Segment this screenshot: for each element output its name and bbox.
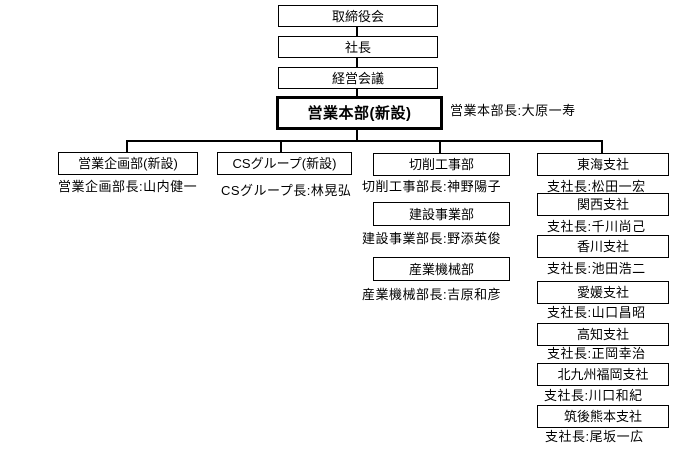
node-tokai-branch: 東海支社 xyxy=(537,153,669,176)
node-sales-planning-dept: 営業企画部(新設) xyxy=(58,152,198,175)
connector-meeting-to-root xyxy=(356,89,358,96)
manager-label-sales-headquarters: 営業本部長:大原一寿 xyxy=(450,103,576,118)
connector-drop-sales-planning xyxy=(126,140,128,153)
connector-drop-cs-group xyxy=(280,140,282,153)
node-management-meeting: 経営会議 xyxy=(278,67,438,89)
manager-label-kansai-branch: 支社長:千川尚己 xyxy=(547,219,646,234)
manager-label-industrial-machinery-dept: 産業機械部長:吉原和彦 xyxy=(362,287,502,302)
manager-label-cutting-works-dept: 切削工事部長:神野陽子 xyxy=(362,179,502,194)
manager-label-chikugo-kumamoto-branch: 支社長:尾坂一広 xyxy=(545,429,644,444)
connector-drop-departments xyxy=(439,140,441,153)
connector-root-to-trunk xyxy=(356,130,358,141)
node-industrial-machinery-dept: 産業機械部 xyxy=(373,257,510,281)
node-board-of-directors: 取締役会 xyxy=(278,5,438,27)
manager-label-sales-planning-dept: 営業企画部長:山内健一 xyxy=(58,179,198,194)
manager-label-construction-business-dept: 建設事業部長:野添英俊 xyxy=(362,231,502,246)
node-kagawa-branch: 香川支社 xyxy=(537,235,669,258)
connector-drop-branch-offices xyxy=(601,140,603,153)
manager-label-kitakyushu-fukuoka-branch: 支社長:川口和紀 xyxy=(544,388,643,403)
manager-label-ehime-branch: 支社長:山口昌昭 xyxy=(547,305,646,320)
node-kansai-branch: 関西支社 xyxy=(537,193,669,216)
manager-label-kagawa-branch: 支社長:池田浩二 xyxy=(547,261,646,276)
node-cs-group: CSグループ(新設) xyxy=(217,152,352,175)
node-chikugo-kumamoto-branch: 筑後熊本支社 xyxy=(537,405,669,428)
node-cutting-works-dept: 切削工事部 xyxy=(373,153,510,176)
node-construction-business-dept: 建設事業部 xyxy=(373,202,510,226)
connector-trunk-horizontal xyxy=(126,140,603,142)
node-kochi-branch: 高知支社 xyxy=(537,323,669,346)
connector-president-to-meeting xyxy=(356,58,358,67)
node-ehime-branch: 愛媛支社 xyxy=(537,281,669,304)
node-sales-headquarters: 営業本部(新設) xyxy=(276,96,443,130)
node-president: 社長 xyxy=(278,36,438,58)
manager-label-cs-group: CSグループ長:林晃弘 xyxy=(221,183,352,198)
manager-label-tokai-branch: 支社長:松田一宏 xyxy=(547,179,646,194)
manager-label-kochi-branch: 支社長:正岡幸治 xyxy=(547,346,646,361)
connector-board-to-president xyxy=(356,27,358,36)
node-kitakyushu-fukuoka-branch: 北九州福岡支社 xyxy=(537,363,669,386)
